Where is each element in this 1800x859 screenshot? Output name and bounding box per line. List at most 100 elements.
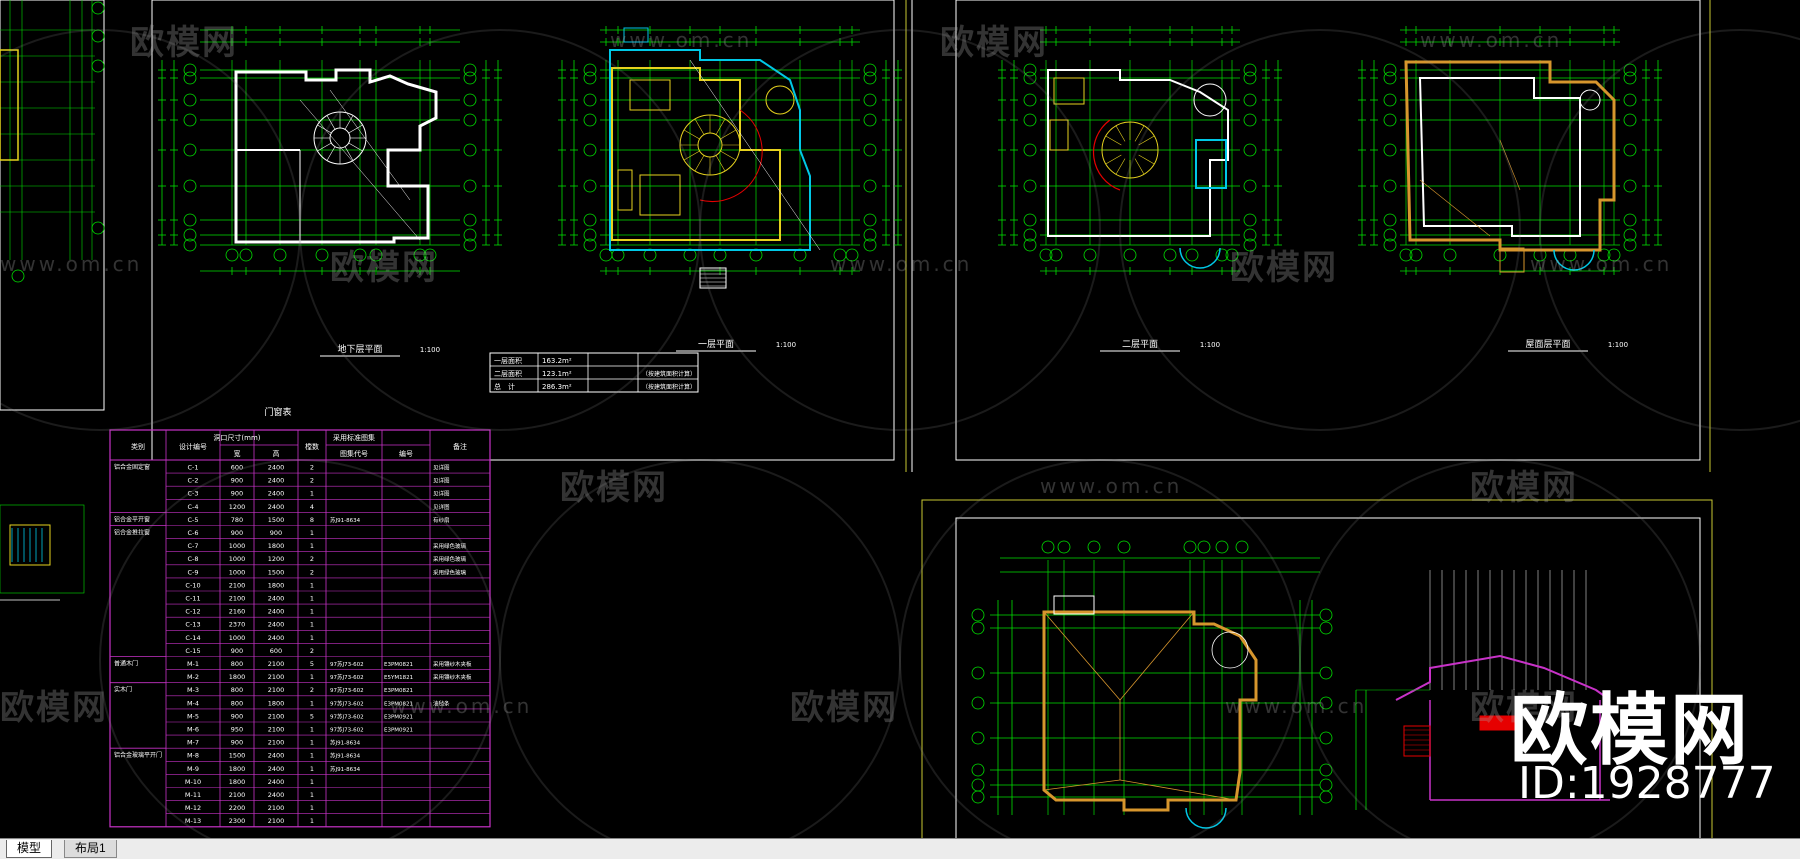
dw-cell: 2	[310, 568, 314, 576]
floor-plans	[158, 26, 1662, 289]
dw-cell: 1500	[268, 568, 285, 576]
dw-header-width: 宽	[234, 449, 241, 458]
dw-group-label: 铝合金玻璃平开门	[114, 751, 162, 759]
tab-layout1[interactable]: 布局1	[64, 840, 117, 858]
second-axis-bubble	[1023, 238, 1037, 252]
drawing-scale-basement_plan: 1:100	[420, 346, 440, 354]
area-table-value: 286.3m²	[542, 383, 572, 391]
basement-axis-bubble	[183, 143, 197, 157]
dw-cell: 600	[231, 464, 243, 472]
second-axis-bubble	[1243, 143, 1257, 157]
dw-cell: E3PM0821	[384, 688, 413, 694]
roofplan-axis-bubble	[971, 790, 985, 804]
dw-cell: 2	[310, 686, 314, 694]
second-octagon-room	[1193, 83, 1227, 117]
second-furniture	[1049, 119, 1069, 151]
basement-axis-bubble	[183, 179, 197, 193]
dw-cell: 8	[310, 516, 314, 524]
sheet-frames	[0, 0, 1713, 838]
dw-cell: 1	[310, 778, 314, 786]
dw-cell: 油毡条	[433, 699, 450, 707]
dw-cell: 见详图	[433, 503, 450, 511]
dw-cell: 900	[231, 490, 243, 498]
dw-cell: 600	[270, 647, 282, 655]
left-axis-bubble	[91, 29, 105, 43]
tab-model[interactable]: 模型	[6, 840, 53, 858]
dw-cell: 1800	[229, 778, 246, 786]
roofplan-hip	[1043, 779, 1121, 791]
roofplan-axis-bubble	[1087, 540, 1101, 554]
second-stair-tread	[1138, 135, 1155, 146]
dw-cell: 2100	[229, 791, 246, 799]
roof-level-plan	[1358, 26, 1662, 275]
basement-stair-tread	[344, 146, 354, 161]
area-table-value: 163.2m²	[542, 357, 572, 365]
second-axis-bubble	[1023, 179, 1037, 193]
roofplan-outline	[1042, 610, 1258, 812]
basement-hatch	[329, 89, 411, 201]
dw-cell: 苏J91-8634	[330, 765, 361, 773]
second-bed	[1053, 77, 1085, 105]
rooflvl-balcony	[1553, 249, 1595, 271]
dw-cell: 2370	[229, 621, 246, 629]
basement-spiral-stair-core	[329, 127, 351, 149]
first-sofa-group	[639, 174, 681, 216]
second-stair-tread	[1134, 125, 1145, 142]
drawing-title-roof_plan: 屋面层平面	[1525, 339, 1570, 350]
watermark-circle	[1299, 459, 1701, 838]
area-table-label: 总 计	[494, 382, 515, 391]
left-axis-bubble	[91, 1, 105, 15]
basement-axis-bubble	[463, 63, 477, 77]
first-axis-bubble	[863, 238, 877, 252]
roofplan-axis-bubble	[1117, 540, 1131, 554]
dw-cell: M-10	[185, 778, 201, 786]
drawing-scale-first_floor_plan: 1:100	[776, 341, 796, 349]
basement-axis-bubble	[463, 213, 477, 227]
roofplan-axis-bubble	[1235, 540, 1249, 554]
dw-cell: 1800	[268, 542, 285, 550]
dw-cell: 2400	[268, 621, 285, 629]
dw-cell: 97苏J73-602	[330, 660, 364, 668]
dw-cell: 2100	[268, 739, 285, 747]
watermark-circle	[99, 459, 501, 838]
dw-cell: 2400	[268, 477, 285, 485]
roofplan-axis-bubble	[1183, 540, 1197, 554]
dw-cell: C-3	[187, 490, 198, 498]
first-section-line	[689, 59, 821, 251]
area-table-frame	[489, 352, 699, 393]
first-axis-bubble	[583, 238, 597, 252]
dw-cell: C-13	[185, 621, 200, 629]
dw-cell: 2400	[268, 608, 285, 616]
roofplan-chimney	[1053, 595, 1095, 615]
basement-stair-tread	[317, 124, 332, 134]
rooflvl-axis-bubble	[1383, 238, 1397, 252]
roofplan-axis-bubble	[1041, 540, 1055, 554]
first-axis-bubble	[583, 143, 597, 157]
dw-cell: 见详图	[433, 464, 450, 472]
dw-cell: M-2	[187, 673, 199, 681]
basement-axis-bubble	[413, 248, 427, 262]
dw-cell: E3PM0821	[384, 701, 413, 707]
left-detail-frame	[0, 504, 85, 594]
second-stair-tread	[1105, 154, 1122, 165]
second-axis-bubble	[1083, 248, 1097, 262]
watermark-circle	[499, 459, 901, 838]
first-stair-tread	[683, 150, 700, 161]
dw-cell: 97苏J73-602	[330, 686, 364, 694]
dw-header-category: 类别	[131, 442, 145, 451]
dw-cell: 97苏J73-602	[330, 699, 364, 707]
dw-cell: 2400	[268, 490, 285, 498]
dw-cell: 2	[310, 477, 314, 485]
drawing-title-second_floor_plan: 二层平面	[1122, 339, 1158, 350]
drawing-scale-roof_plan: 1:100	[1608, 341, 1628, 349]
rooflvl-axis-bubble	[1607, 248, 1621, 262]
dw-cell: 1	[310, 595, 314, 603]
dw-cell: 4	[310, 503, 314, 511]
dw-cell: 5	[310, 712, 314, 720]
dw-cell: 2100	[268, 686, 285, 694]
dw-cell: 1000	[229, 555, 246, 563]
